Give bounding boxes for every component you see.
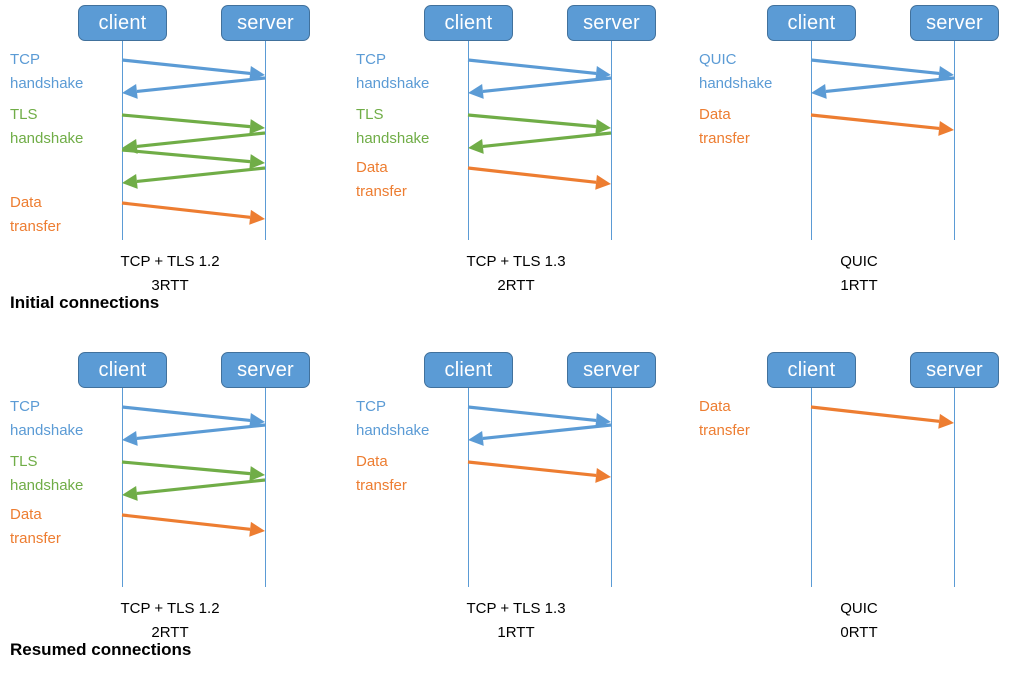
message-arrow-blue-to-server	[467, 58, 611, 81]
panel-caption-rtt: 1RTT	[840, 277, 878, 294]
message-group-label: TLS handshake	[10, 453, 84, 494]
panel-caption-rtt: 0RTT	[840, 624, 878, 641]
message-arrow-green-to-client	[122, 166, 266, 189]
message-arrow-blue-to-server	[467, 405, 611, 428]
client-lifeline	[468, 388, 469, 587]
server-node-box: server	[910, 352, 999, 388]
message-arrow-orange-to-server	[467, 166, 611, 190]
client-node-box: client	[767, 5, 856, 41]
message-arrow-orange-to-server	[810, 405, 954, 429]
message-arrow-orange-to-server	[121, 201, 265, 225]
client-node-box: client	[424, 5, 513, 41]
message-arrow-blue-to-server	[121, 405, 265, 428]
client-lifeline	[811, 41, 812, 240]
client-lifeline	[122, 388, 123, 587]
server-lifeline	[954, 41, 955, 240]
section-heading: Initial connections	[10, 293, 160, 312]
panel-caption-protocol: QUIC	[840, 253, 878, 270]
server-node-box: server	[221, 352, 310, 388]
message-arrow-green-to-client	[468, 131, 612, 154]
message-arrow-green-to-server	[121, 113, 265, 135]
message-group-label: Data transfer	[699, 106, 750, 147]
section-heading: Resumed connections	[10, 640, 192, 659]
server-node-box: server	[567, 352, 656, 388]
message-group-label: Data transfer	[699, 398, 750, 439]
message-arrow-green-to-server	[121, 148, 265, 170]
message-arrow-orange-to-server	[810, 113, 954, 136]
message-arrow-orange-to-server	[467, 460, 611, 483]
message-group-label: QUIC handshake	[699, 51, 773, 92]
panel-caption-rtt: 2RTT	[497, 277, 535, 294]
panel-caption-protocol: QUIC	[840, 600, 878, 617]
message-arrow-green-to-server	[121, 460, 265, 482]
message-group-label: Data transfer	[10, 506, 61, 547]
message-group-label: TCP handshake	[356, 51, 430, 92]
message-group-label: TCP handshake	[356, 398, 430, 439]
panel-caption-protocol: TCP + TLS 1.3	[466, 600, 566, 617]
message-arrow-green-to-client	[122, 131, 266, 154]
message-arrow-green-to-client	[122, 478, 266, 501]
server-lifeline	[954, 388, 955, 587]
server-lifeline	[611, 388, 612, 587]
panel-caption-rtt: 1RTT	[497, 624, 535, 641]
client-node-box: client	[767, 352, 856, 388]
server-lifeline	[265, 41, 266, 240]
message-arrow-blue-to-client	[122, 76, 266, 99]
message-arrow-blue-to-server	[810, 58, 954, 81]
message-group-label: Data transfer	[10, 194, 61, 235]
panel-caption-rtt: 3RTT	[151, 277, 189, 294]
panel-caption-protocol: TCP + TLS 1.3	[466, 253, 566, 270]
client-lifeline	[811, 388, 812, 587]
client-node-box: client	[78, 352, 167, 388]
message-arrow-green-to-server	[467, 113, 611, 135]
server-node-box: server	[221, 5, 310, 41]
message-arrow-blue-to-server	[121, 58, 265, 81]
message-arrow-orange-to-server	[121, 513, 265, 537]
client-lifeline	[468, 41, 469, 240]
server-lifeline	[265, 388, 266, 587]
server-node-box: server	[567, 5, 656, 41]
message-group-label: TCP handshake	[10, 398, 84, 439]
client-node-box: client	[424, 352, 513, 388]
server-node-box: server	[910, 5, 999, 41]
message-arrow-blue-to-client	[122, 423, 266, 446]
panel-caption-rtt: 2RTT	[151, 624, 189, 641]
message-group-label: TLS handshake	[10, 106, 84, 147]
message-group-label: TCP handshake	[10, 51, 84, 92]
message-group-label: TLS handshake	[356, 106, 430, 147]
message-arrow-blue-to-client	[811, 76, 955, 99]
message-group-label: Data transfer	[356, 159, 407, 200]
panel-caption-protocol: TCP + TLS 1.2	[120, 600, 220, 617]
client-node-box: client	[78, 5, 167, 41]
message-group-label: Data transfer	[356, 453, 407, 494]
panel-caption-protocol: TCP + TLS 1.2	[120, 253, 220, 270]
message-arrow-blue-to-client	[468, 423, 612, 446]
message-arrow-blue-to-client	[468, 76, 612, 99]
server-lifeline	[611, 41, 612, 240]
client-lifeline	[122, 41, 123, 240]
